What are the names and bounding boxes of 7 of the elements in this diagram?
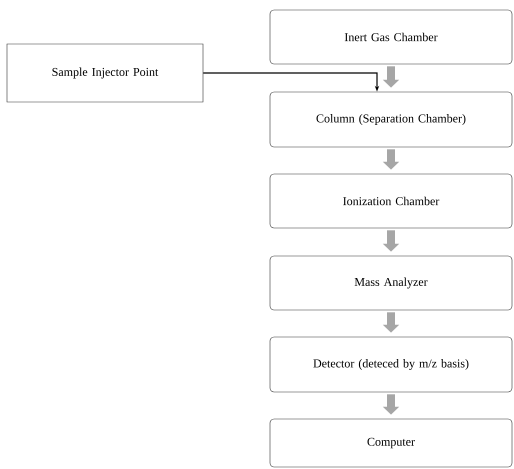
process-box: Inert Gas Chamber: [270, 10, 512, 64]
process-box: Detector (deteced by m/z basis): [270, 336, 512, 392]
process-box: Column (Separation Chamber): [270, 92, 512, 148]
process-box: Mass Analyzer: [270, 256, 512, 310]
process-box: Ionization Chamber: [270, 174, 512, 228]
process-box: Computer: [270, 418, 512, 468]
input-box: Sample Injector Point: [6, 44, 204, 102]
